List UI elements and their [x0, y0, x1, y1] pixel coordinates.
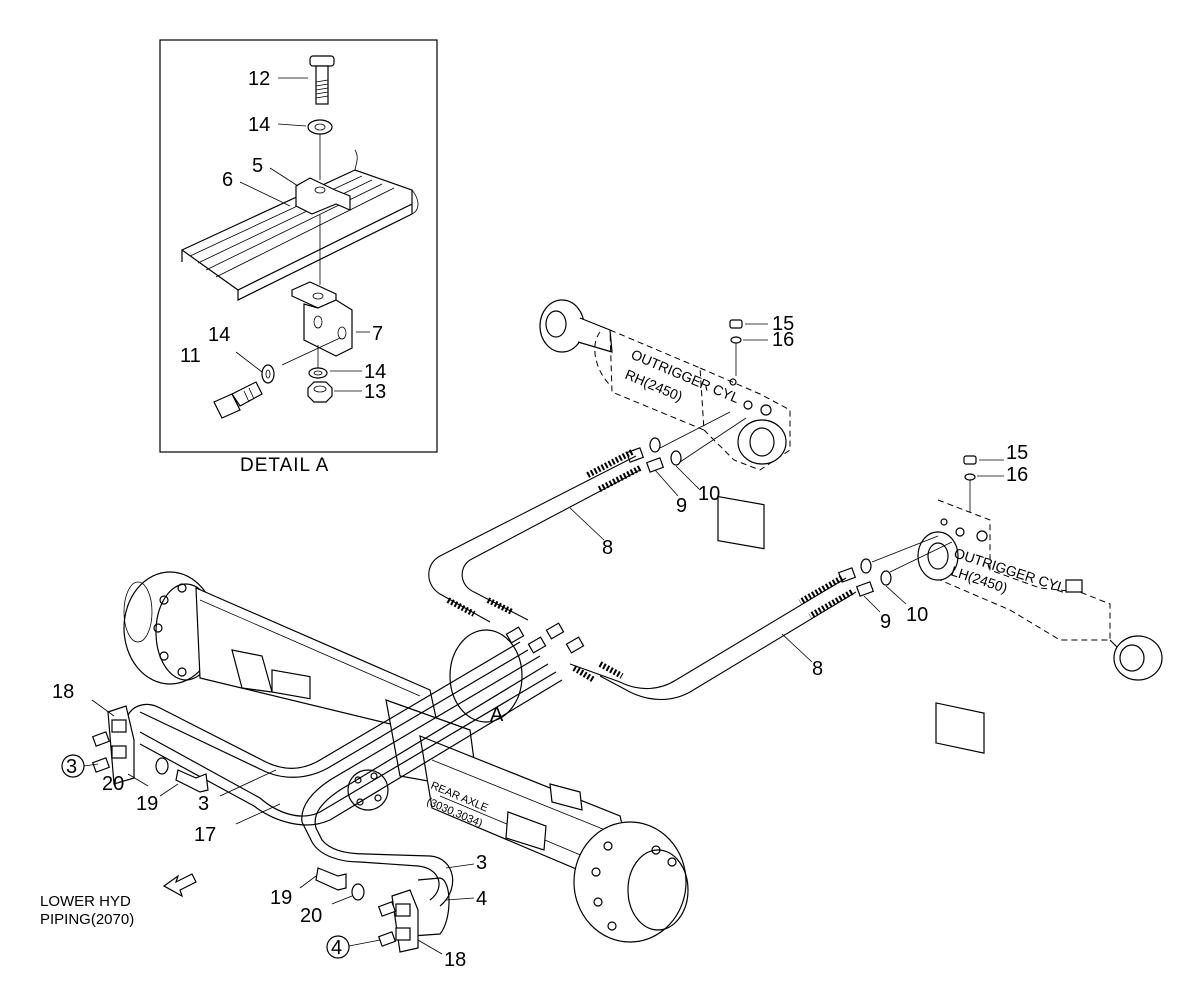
clamp-5: [295, 177, 351, 215]
oring-10-lh-b: [880, 570, 892, 586]
washer-14-top: [307, 119, 333, 135]
callout-12: 12: [248, 68, 270, 90]
circle-callout-4: [326, 935, 350, 959]
callout-18-lower: 18: [444, 949, 466, 971]
callout-15-rh: 15: [772, 313, 794, 335]
callout-8-lh: 8: [812, 658, 823, 680]
axle-hub-right: [573, 821, 687, 943]
detail-a-frame: [159, 39, 438, 453]
oring-10-lh-a: [860, 558, 872, 574]
center-fittings: [505, 622, 585, 654]
bracket-18-lower: [377, 889, 443, 955]
callout-20-lower: 20: [300, 905, 322, 927]
callout-10-rh: 10: [698, 483, 720, 505]
outrigger-cylinder-lh: OUTRIGGER CYL LH(2450): [917, 499, 1163, 754]
callout-19-left: 19: [136, 793, 158, 815]
callout-16-lh: 16: [1006, 464, 1028, 486]
plug-15-lh: [963, 455, 977, 465]
callout-4: 4: [476, 888, 487, 910]
callout-14-top: 14: [248, 114, 270, 136]
callout-10-lh: 10: [906, 604, 928, 626]
callout-18-left: 18: [52, 681, 74, 703]
bolt-19-lower: [315, 867, 347, 891]
lower-piping-arrow-icon: [162, 873, 197, 898]
callout-11: 11: [180, 345, 201, 367]
oring-10-rh-a: [649, 437, 661, 453]
callout-15-lh: 15: [1006, 442, 1028, 464]
detail-a-panel: 12 14 5 6 7 14 11 14 13: [159, 39, 438, 453]
circle-callout-4-label: 4: [331, 937, 342, 959]
callout-14-left: 14: [208, 324, 230, 346]
callout-9-lh: 9: [880, 611, 891, 633]
callout-9-rh: 9: [676, 495, 687, 517]
hoses-8-rh: [428, 449, 642, 623]
lower-piping-note-2: PIPING(2070): [40, 911, 134, 928]
callout-5: 5: [252, 155, 263, 177]
oring-10-rh-b: [670, 450, 682, 466]
oring-16-lh: [964, 473, 976, 481]
callout-7: 7: [372, 323, 383, 345]
washer-20-lower: [351, 883, 365, 901]
plug-15-rh: [729, 319, 743, 329]
washer-20-left: [155, 757, 169, 775]
callout-14-lower: 14: [364, 361, 386, 383]
bracket-7: [291, 281, 353, 357]
detail-a-caption: DETAIL A: [240, 455, 329, 476]
pipes-3-4-17: [125, 641, 563, 937]
callout-13: 13: [364, 381, 386, 403]
bolt-19-left: [175, 769, 209, 793]
callout-3-left: 3: [198, 793, 209, 815]
rear-axle: REAR AXLE (3030,3034): [123, 571, 689, 943]
detail-a-marker-circle: [449, 629, 523, 723]
circle-callout-3-label: 3: [66, 756, 77, 778]
fittings-lh: [837, 535, 953, 613]
bolt-11: [213, 381, 263, 419]
washer-14-left: [261, 364, 275, 384]
oring-16-rh: [730, 336, 742, 344]
callout-16-rh: 16: [772, 329, 794, 351]
callout-19-lower: 19: [270, 887, 292, 909]
rail-6: [180, 149, 419, 301]
callout-8-rh: 8: [602, 537, 613, 559]
lower-piping-note-1: LOWER HYD: [40, 893, 131, 910]
hoses-8-lh: [569, 575, 857, 700]
nut-13: [307, 381, 333, 403]
callout-20-left: 20: [102, 773, 124, 795]
washer-14-lower: [308, 367, 328, 379]
callout-17: 17: [194, 824, 216, 846]
bolt-12: [309, 55, 335, 105]
callout-6: 6: [222, 169, 233, 191]
bracket-18-left: [91, 699, 135, 785]
callout-3-lower: 3: [476, 852, 487, 874]
outrigger-cylinder-rh: OUTRIGGER CYL RH(2450): [539, 299, 791, 550]
